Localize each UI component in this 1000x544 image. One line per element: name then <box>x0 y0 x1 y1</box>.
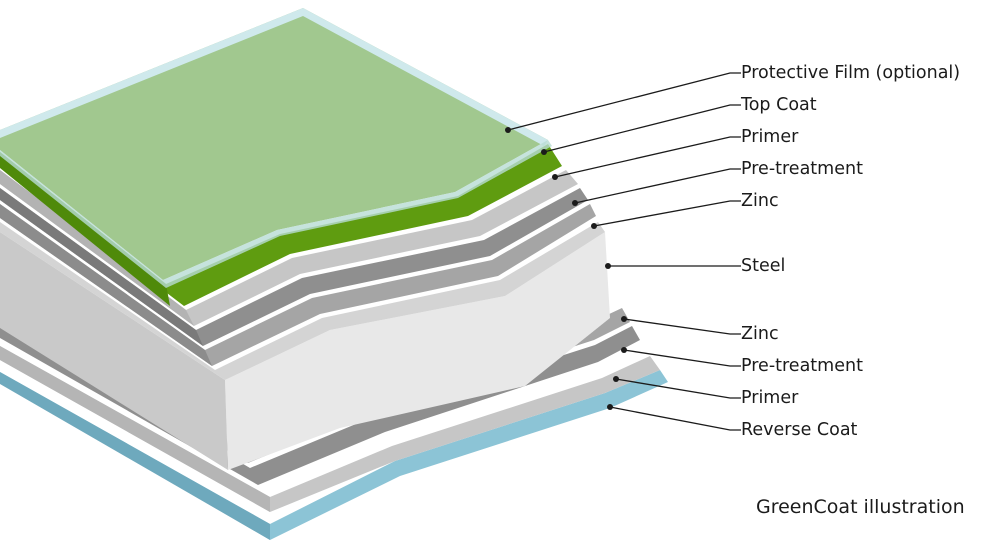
reverse-coat-front-face <box>0 372 270 540</box>
bottom-primer-front-face <box>0 346 270 512</box>
leader-dot-protective-film <box>505 127 511 133</box>
leader-dot-steel <box>605 263 611 269</box>
leader-line-top-zinc <box>593 200 741 227</box>
label-top-primer: Primer <box>741 127 799 147</box>
leader-line-top-coat <box>543 104 741 153</box>
illustration-caption: GreenCoat illustration <box>756 496 965 518</box>
leader-dot-top-coat <box>541 149 547 155</box>
label-bottom-primer: Primer <box>741 388 799 408</box>
label-reverse-coat: Reverse Coat <box>741 420 858 440</box>
leader-lines <box>507 72 741 431</box>
label-top-zinc: Zinc <box>741 191 779 211</box>
top-coat-front-face <box>0 152 170 306</box>
steel-front-face <box>0 232 228 470</box>
label-top-coat: Top Coat <box>741 95 817 115</box>
label-top-pretreatment: Pre-treatment <box>741 159 863 179</box>
leader-line-top-pretreatment <box>574 168 741 204</box>
steel-side-face <box>225 232 610 470</box>
top-zinc-front-face <box>0 204 212 366</box>
leader-line-reverse-coat <box>609 406 741 431</box>
label-bottom-pretreatment: Pre-treatment <box>741 356 863 376</box>
leader-dot-top-primer <box>552 174 558 180</box>
top-pretreatment-front-face <box>0 188 203 346</box>
leader-dot-top-pretreatment <box>572 200 578 206</box>
label-bottom-zinc: Zinc <box>741 324 779 344</box>
leader-line-top-primer <box>554 136 741 178</box>
label-steel: Steel <box>741 256 786 276</box>
leader-dot-bottom-zinc <box>621 316 627 322</box>
leader-dot-reverse-coat <box>607 404 613 410</box>
leader-dots <box>505 127 627 410</box>
leader-dot-top-zinc <box>591 223 597 229</box>
leader-line-bottom-pretreatment <box>623 349 741 367</box>
leader-dot-bottom-primer <box>613 376 619 382</box>
top-primer-front-face <box>0 170 194 326</box>
leader-line-protective-film <box>507 72 741 131</box>
leader-dot-bottom-pretreatment <box>621 347 627 353</box>
leader-line-bottom-zinc <box>623 318 741 335</box>
leader-line-bottom-primer <box>615 378 741 399</box>
label-protective-film: Protective Film (optional) <box>741 63 961 83</box>
